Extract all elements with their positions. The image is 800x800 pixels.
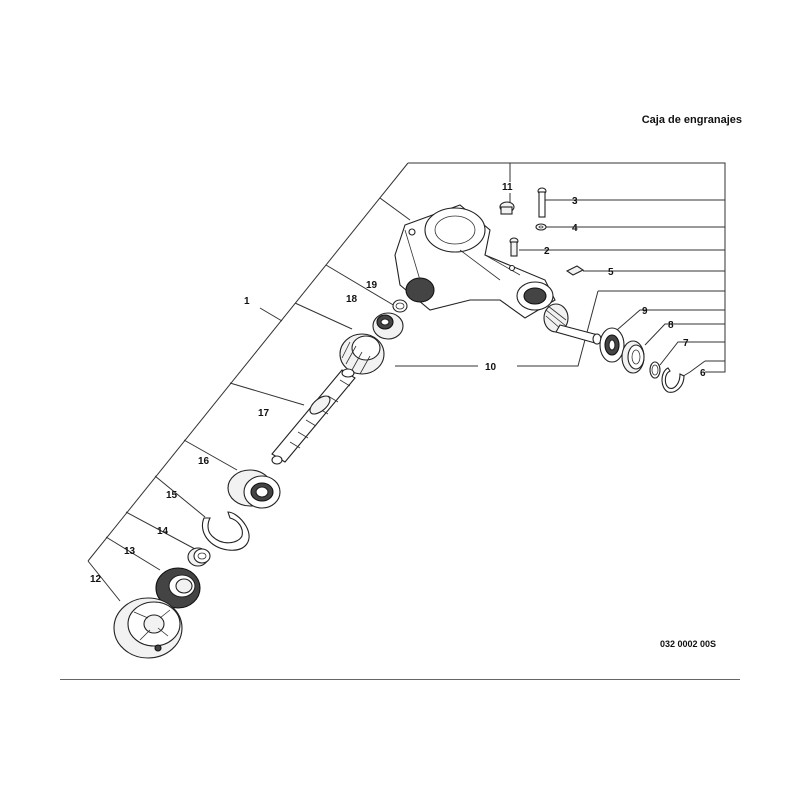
callout-11: 11 — [502, 182, 513, 193]
ring-7 — [649, 361, 661, 379]
callout-16: 16 — [198, 456, 210, 467]
reference-code: 032 0002 00S — [660, 639, 717, 649]
callout-4: 4 — [572, 223, 578, 234]
callout-15: 15 — [166, 490, 178, 501]
output-shaft-17 — [271, 368, 356, 465]
diagram-title: Caja de engranajes — [641, 114, 742, 126]
bearing-16 — [227, 469, 281, 509]
callout-12: 12 — [90, 574, 102, 585]
callout-14: 14 — [157, 526, 169, 537]
bearing-8 — [621, 340, 645, 374]
footer-divider — [60, 679, 740, 680]
callout-3: 3 — [572, 196, 578, 207]
leader-lines — [87, 162, 726, 602]
bearing-18 — [372, 312, 404, 340]
snap-ring-15 — [202, 511, 250, 551]
plug-11 — [499, 201, 515, 215]
callout-7: 7 — [683, 338, 689, 349]
callout-8: 8 — [668, 320, 674, 331]
circlip-6 — [661, 367, 685, 393]
callout-18: 18 — [346, 294, 358, 305]
callout-2: 2 — [544, 246, 550, 257]
callout-19: 19 — [366, 280, 378, 291]
callout-13: 13 — [124, 546, 136, 557]
callout-labels: 11 3 4 2 5 9 8 7 6 10 19 18 1 17 16 15 1… — [90, 182, 706, 585]
bearing-9 — [599, 327, 625, 363]
washer-4 — [535, 223, 547, 231]
screw-2 — [509, 237, 519, 257]
callout-6: 6 — [700, 368, 706, 379]
ring-19 — [392, 299, 408, 313]
seal-13 — [155, 567, 201, 609]
gear-housing — [394, 204, 556, 319]
key-5 — [565, 265, 585, 276]
pinion-shaft-10 — [543, 303, 602, 345]
callout-5: 5 — [608, 267, 614, 278]
callout-17: 17 — [258, 408, 270, 419]
spacer-14 — [187, 547, 211, 567]
callout-9: 9 — [642, 306, 648, 317]
bevel-gear — [339, 333, 385, 375]
callout-1: 1 — [244, 296, 250, 307]
callout-10: 10 — [485, 362, 497, 373]
flange-12 — [113, 597, 183, 659]
bolt-3 — [537, 187, 547, 218]
